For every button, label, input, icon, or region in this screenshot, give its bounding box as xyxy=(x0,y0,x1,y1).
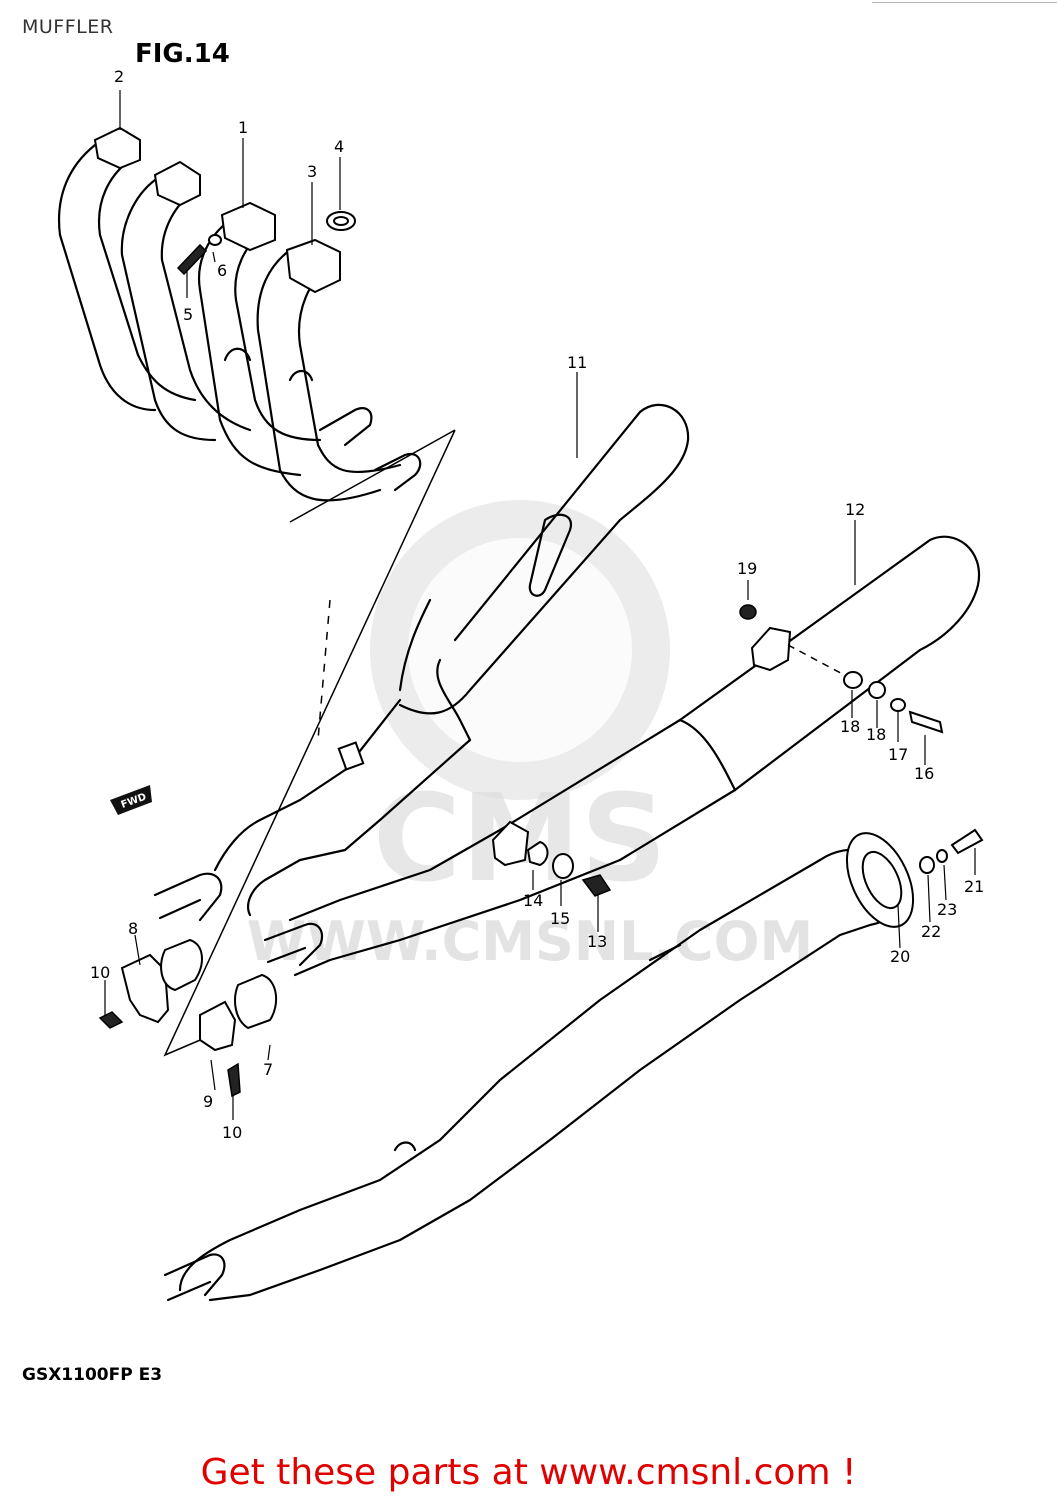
top-border-line xyxy=(872,2,1057,3)
page-title: MUFFLER xyxy=(22,16,114,38)
callout-8: 8 xyxy=(128,919,138,938)
callout-19: 19 xyxy=(737,559,757,578)
callout-15: 15 xyxy=(550,909,570,928)
model-code: GSX1100FP E3 xyxy=(22,1365,162,1385)
callout-labels: 1 2 3 4 5 6 7 8 9 10 10 11 12 13 14 15 1… xyxy=(90,67,984,1142)
callout-23: 23 xyxy=(937,900,957,919)
exploded-parts-diagram: CMS WWW.CMSNL.COM FIG.14 xyxy=(22,39,984,1385)
callout-16: 16 xyxy=(914,764,934,783)
callout-5: 5 xyxy=(183,305,193,324)
watermark-url: WWW.CMSNL.COM xyxy=(247,910,813,973)
callout-2: 2 xyxy=(114,67,124,86)
callout-21: 21 xyxy=(964,877,984,896)
get-parts-link-banner[interactable]: Get these parts at www.cmsnl.com ! xyxy=(0,1452,1057,1493)
dashed-guide-line xyxy=(317,599,331,741)
callout-3: 3 xyxy=(307,162,317,181)
fwd-arrow-icon: FWD xyxy=(110,785,152,815)
callout-9: 9 xyxy=(203,1092,213,1111)
muffler-12 xyxy=(263,535,981,977)
small-hardware xyxy=(98,604,984,1098)
callout-14: 14 xyxy=(523,891,543,910)
callout-13: 13 xyxy=(587,932,607,951)
header-flanges xyxy=(93,126,356,294)
muffler-11 xyxy=(153,403,690,922)
callout-leaders xyxy=(104,90,976,1120)
callout-18b: 18 xyxy=(866,725,886,744)
callout-11: 11 xyxy=(567,353,587,372)
watermark: CMS WWW.CMSNL.COM xyxy=(247,500,813,973)
cmsnl-link[interactable]: Get these parts at www.cmsnl.com ! xyxy=(200,1452,857,1493)
callout-22: 22 xyxy=(921,922,941,941)
callout-18a: 18 xyxy=(840,717,860,736)
exhaust-header-pipes xyxy=(58,143,422,502)
callout-7: 7 xyxy=(263,1060,273,1079)
callout-10b: 10 xyxy=(222,1123,242,1142)
callout-17: 17 xyxy=(888,745,908,764)
callout-10a: 10 xyxy=(90,963,110,982)
muffler-20 xyxy=(163,832,915,1302)
callout-12: 12 xyxy=(845,500,865,519)
assembly-guide-line xyxy=(163,429,456,1057)
callout-6: 6 xyxy=(217,261,227,280)
callout-4: 4 xyxy=(334,137,344,156)
callout-20: 20 xyxy=(890,947,910,966)
callout-1: 1 xyxy=(238,118,248,137)
figure-label: FIG.14 xyxy=(135,39,230,69)
